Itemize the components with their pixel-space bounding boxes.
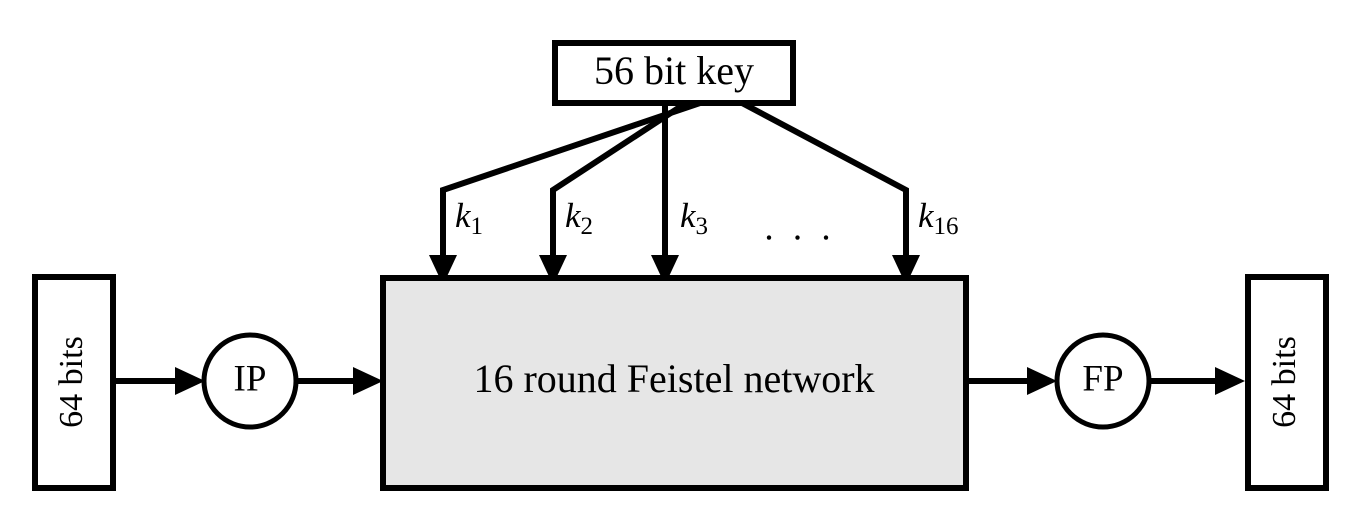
key-block-rect[interactable] [552, 40, 796, 106]
subkey-ellipsis: . . . [764, 207, 835, 248]
subkey-connector-k2 [550, 100, 688, 262]
feistel-network-label: 16 round Feistel network [473, 356, 874, 401]
final-permutation-node[interactable]: FP [1054, 332, 1152, 430]
subkey-arrowhead-k1 [429, 255, 457, 285]
subkey-arrowhead-k3 [651, 255, 679, 285]
subkey-arrowhead-k16 [892, 255, 920, 285]
arrowhead-ip-network [353, 367, 383, 395]
initial-permutation-node[interactable]: IP [201, 332, 299, 430]
feistel-network-rect[interactable] [380, 275, 969, 491]
input-block-node[interactable]: 64 bits [32, 274, 116, 491]
connector-network-to-fp [966, 367, 1057, 395]
arrowhead-fp-output [1215, 367, 1245, 395]
input-block-label: 64 bits [53, 336, 90, 428]
key-block-label: 56 bit key [594, 48, 754, 93]
subkey-label-k2: k2 [565, 196, 593, 240]
input-block-rect[interactable] [32, 274, 116, 491]
subkey-label-k3: k3 [680, 196, 708, 240]
output-block-label: 64 bits [1266, 336, 1303, 428]
connector-ip-to-network [296, 367, 383, 395]
key-block-node[interactable]: 56 bit key [552, 40, 796, 106]
subkey-arrowhead-k2 [539, 255, 567, 285]
subkey-connector-k1 [440, 100, 701, 262]
output-block-rect[interactable] [1245, 274, 1329, 491]
subkey-connectors [429, 100, 920, 285]
connector-fp-to-output [1149, 367, 1245, 395]
output-block-node[interactable]: 64 bits [1245, 274, 1329, 491]
arrowhead-input-ip [175, 367, 205, 395]
arrowhead-network-fp [1027, 367, 1057, 395]
feistel-network-node[interactable]: 16 round Feistel network [380, 275, 969, 491]
subkey-labels: k1 k2 k3 . . . k16 [455, 196, 959, 248]
connector-input-to-ip [113, 367, 205, 395]
subkey-connector-k16 [740, 100, 909, 262]
final-permutation-label: FP [1082, 358, 1123, 399]
initial-permutation-label: IP [234, 358, 267, 399]
subkey-label-k1: k1 [455, 196, 483, 240]
subkey-label-k16: k16 [918, 196, 959, 240]
